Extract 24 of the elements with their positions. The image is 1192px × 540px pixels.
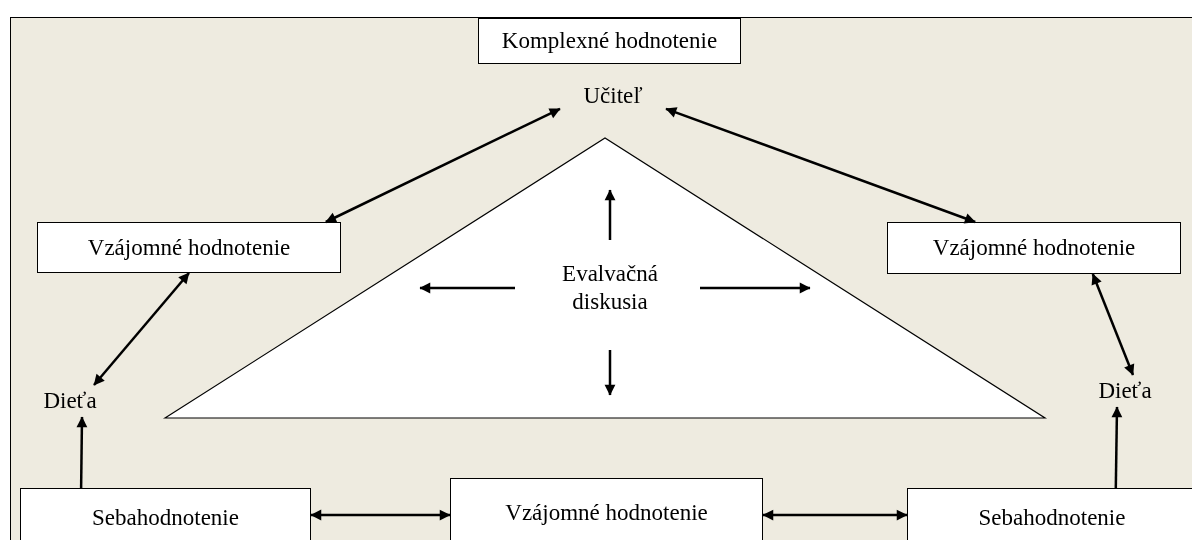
double-arrow — [310, 509, 451, 521]
node-label: Dieťa — [1098, 377, 1152, 405]
node-label: Dieťa — [43, 387, 97, 415]
double-arrow — [665, 107, 976, 224]
text-box — [887, 222, 1181, 274]
text-box — [37, 222, 341, 273]
box-label: Komplexné hodnotenie — [501, 27, 718, 55]
box-label: Vzájomné hodnotenie — [87, 233, 291, 262]
double-arrow — [1111, 406, 1123, 488]
double-arrow — [1091, 273, 1135, 376]
text-box — [907, 488, 1192, 540]
text-box — [20, 488, 311, 540]
box-label: Sebahodnotenie — [978, 504, 1126, 532]
double-arrow — [93, 272, 190, 386]
triangle-label: Evalvačná diskusia — [561, 260, 659, 316]
box-label: Vzájomné hodnotenie — [505, 499, 708, 527]
double-arrow — [325, 107, 561, 224]
text-box — [450, 478, 763, 540]
box-label: Vzájomné hodnotenie — [932, 234, 1136, 262]
double-arrow — [76, 416, 88, 488]
node-label: Učiteľ — [583, 82, 643, 110]
text-box — [478, 18, 741, 64]
double-arrow — [762, 509, 908, 521]
box-label: Sebahodnotenie — [92, 504, 239, 532]
